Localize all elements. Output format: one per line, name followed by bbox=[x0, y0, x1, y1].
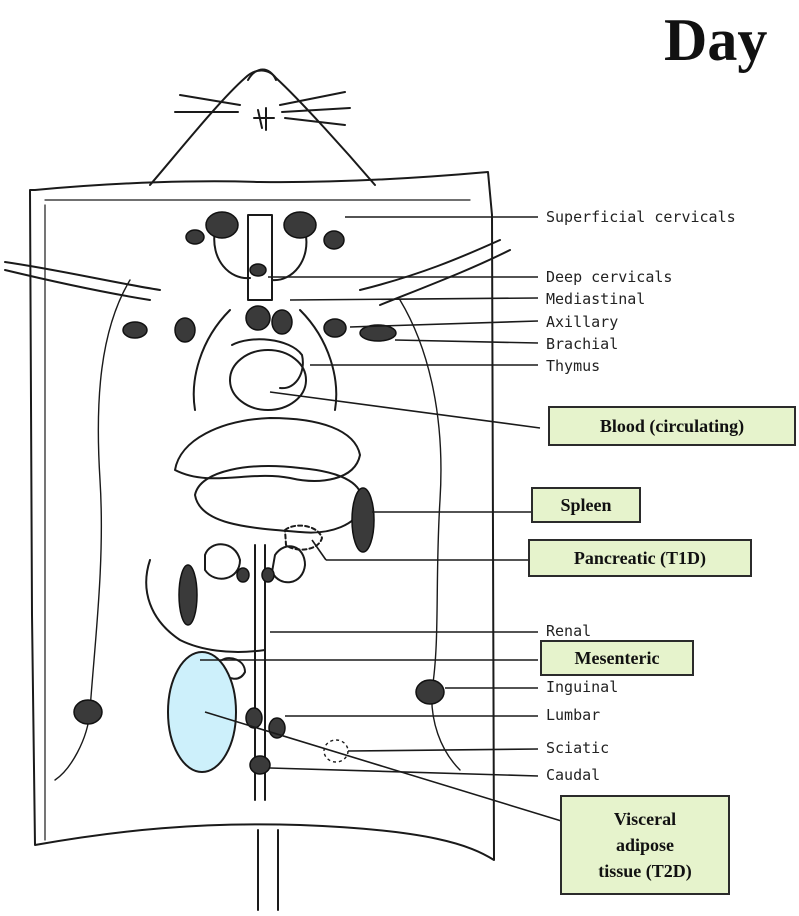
label-mediastinal: Mediastinal bbox=[546, 290, 645, 308]
box-blood-circulating: Blood (circulating) bbox=[548, 406, 796, 446]
trachea bbox=[248, 215, 272, 300]
superficial-cervical-node-left bbox=[206, 212, 238, 238]
sciatic-node bbox=[324, 740, 348, 762]
superficial-cervical-node-small-right bbox=[324, 231, 344, 249]
label-brachial: Brachial bbox=[546, 335, 618, 353]
deep-cervical-node bbox=[250, 264, 266, 276]
spleen-organ bbox=[352, 488, 374, 552]
label-thymus: Thymus bbox=[546, 357, 600, 375]
whiskers bbox=[175, 92, 350, 125]
renal-node-right bbox=[262, 568, 274, 582]
label-axillary: Axillary bbox=[546, 313, 618, 331]
visceral-adipose-oval bbox=[168, 652, 236, 772]
inguinal-node-left bbox=[74, 700, 102, 724]
label-caudal: Caudal bbox=[546, 766, 600, 784]
label-deep-cervicals: Deep cervicals bbox=[546, 268, 672, 286]
axillary-node-right bbox=[324, 319, 346, 337]
left-kidney bbox=[205, 544, 240, 578]
right-kidney bbox=[272, 546, 305, 582]
brachial-node-left bbox=[175, 318, 195, 342]
box-spleen: Spleen bbox=[531, 487, 641, 523]
mediastinal-node-2 bbox=[272, 310, 292, 334]
inguinal-node-right bbox=[416, 680, 444, 704]
superficial-cervical-node-small-left bbox=[186, 230, 204, 244]
renal-node-left bbox=[237, 568, 249, 582]
label-sciatic: Sciatic bbox=[546, 739, 609, 757]
caudal-node bbox=[250, 756, 270, 774]
tail bbox=[258, 830, 278, 910]
right-foreleg bbox=[360, 240, 510, 305]
box-visceral-adipose-t2d: Visceral adipose tissue (T2D) bbox=[560, 795, 730, 895]
label-renal: Renal bbox=[546, 622, 591, 640]
label-inguinal: Inguinal bbox=[546, 678, 618, 696]
box-pancreatic-t1d: Pancreatic (T1D) bbox=[528, 539, 752, 577]
axillary-node-left bbox=[123, 322, 147, 338]
superficial-cervical-node-right bbox=[284, 212, 316, 238]
liver bbox=[175, 418, 360, 481]
left-foreleg bbox=[5, 262, 160, 300]
label-lumbar: Lumbar bbox=[546, 706, 600, 724]
nose-mark bbox=[254, 108, 274, 130]
label-superficial-cervicals: Superficial cervicals bbox=[546, 208, 736, 226]
brachial-node-right bbox=[360, 325, 396, 341]
thymus-organ bbox=[232, 339, 303, 388]
box-mesenteric: Mesenteric bbox=[540, 640, 694, 676]
mesenteric-node bbox=[179, 565, 197, 625]
visceral-adipose-line-2: adipose bbox=[616, 832, 674, 858]
visceral-adipose-line-3: tissue (T2D) bbox=[598, 858, 692, 884]
heart bbox=[230, 350, 306, 410]
page-title: Day bbox=[664, 6, 767, 75]
visceral-adipose-line-1: Visceral bbox=[614, 806, 676, 832]
mediastinal-node-1 bbox=[246, 306, 270, 330]
pelt-inner bbox=[45, 200, 470, 840]
